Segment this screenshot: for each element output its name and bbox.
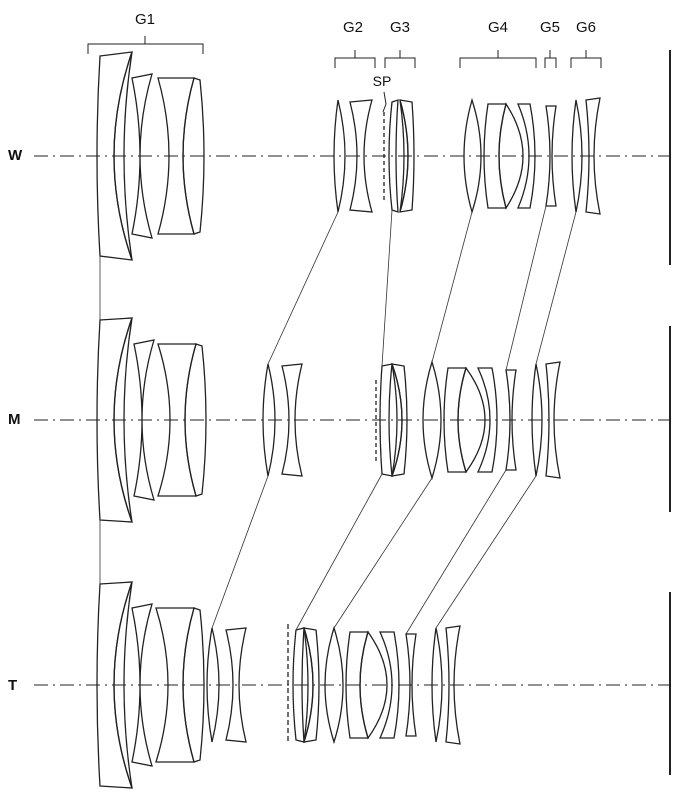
group-label-g2: G2 xyxy=(343,19,363,36)
g3-lens-3-m xyxy=(391,363,408,477)
g6-lens-1-t xyxy=(431,627,443,743)
g1-lens-2-t xyxy=(113,581,133,789)
g6-lens-2-m xyxy=(545,361,561,479)
group-bracket-g5 xyxy=(544,50,557,68)
position-label-m: M xyxy=(8,411,21,428)
trajectory-g4-m-t xyxy=(333,477,433,629)
group-bracket-g1 xyxy=(87,36,204,54)
trajectory-g6-m-t xyxy=(435,475,537,629)
group-labels: G1 G2 G3 G4 G5 G6 SP xyxy=(87,11,602,113)
position-labels: W M T xyxy=(8,147,23,694)
group-label-g1: G1 xyxy=(135,11,155,28)
g5-lens-1-w xyxy=(545,105,557,207)
g2-lens-2-w xyxy=(349,99,373,213)
group-label-g4: G4 xyxy=(488,19,508,36)
lens-row-m xyxy=(96,317,561,523)
g1-lens-2-w xyxy=(113,51,133,261)
g3-lens-3-w xyxy=(399,99,415,213)
stop-label: SP xyxy=(373,73,392,89)
g4-lens-3-w xyxy=(498,102,524,210)
g4-lens-1-t xyxy=(324,625,344,745)
g4-lens-4-t xyxy=(378,631,400,739)
trajectory-g3-m-t xyxy=(295,473,383,631)
trajectory-g3-w-m xyxy=(381,209,393,367)
g5-lens-1-m xyxy=(505,369,517,471)
stop-leader xyxy=(382,91,387,113)
g6-lens-2-w xyxy=(585,97,601,215)
g4-lens-4-w xyxy=(517,103,536,209)
trajectory-g5-m-t xyxy=(405,469,507,635)
group-label-g6: G6 xyxy=(576,19,596,36)
trajectory-g5-w-m xyxy=(505,205,547,371)
g3-lens-1-w xyxy=(388,99,399,213)
lens-row-t xyxy=(96,581,461,789)
g4-lens-4-m xyxy=(476,367,498,473)
g1-lens-5-m xyxy=(184,343,207,497)
g5-lens-1-t xyxy=(405,633,417,737)
g6-lens-2-t xyxy=(445,625,461,745)
group-bracket-g3 xyxy=(384,50,416,68)
group-bracket-g6 xyxy=(570,50,602,68)
position-label-w: W xyxy=(8,147,23,164)
group-trajectories xyxy=(99,205,577,635)
g1-lens-3-t xyxy=(131,603,153,767)
group-bracket-g4 xyxy=(459,50,537,68)
g2-lens-2-m xyxy=(281,363,303,477)
g4-lens-3-m xyxy=(457,366,486,474)
trajectory-g2-m-t xyxy=(211,475,269,629)
g1-lens-3-w xyxy=(131,73,153,239)
group-label-g5: G5 xyxy=(540,19,560,36)
g2-lens-2-t xyxy=(225,627,247,743)
position-label-t: T xyxy=(8,677,17,694)
group-label-g3: G3 xyxy=(390,19,410,36)
g1-lens-5-t xyxy=(182,607,205,763)
g1-lens-2-m xyxy=(113,317,133,523)
group-bracket-g2 xyxy=(334,50,376,68)
trajectory-g2-w-m xyxy=(267,211,339,365)
g2-lens-1-t xyxy=(206,627,220,743)
trajectory-g4-w-m xyxy=(431,211,473,363)
g4-lens-3-t xyxy=(359,630,388,740)
g3-lens-3-t xyxy=(303,627,320,743)
trajectory-g6-w-m xyxy=(535,211,577,365)
g1-lens-3-m xyxy=(133,339,155,501)
g1-lens-5-w xyxy=(182,77,205,235)
